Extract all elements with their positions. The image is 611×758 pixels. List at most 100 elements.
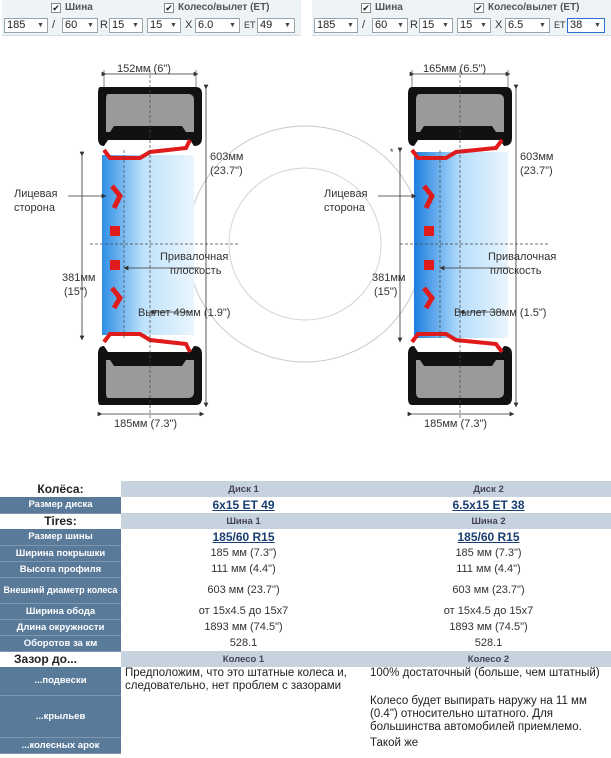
left-wheel-checkbox-group[interactable]: ✔Колесо/вылет (ET) [164,2,270,13]
left-profile-select[interactable]: 60▼ [62,18,98,33]
right-profile-select[interactable]: 60▼ [372,18,408,33]
right-diameter-mm: 603мм [520,151,553,163]
right-rim-width-select[interactable]: 6.5▼ [505,18,550,33]
right-rim-width-value: 6.5 [508,19,524,31]
tread-width-2: 185 мм (7.3") [366,545,611,561]
et-label: ET [244,20,256,30]
spec-comparison-table: Колёса: Диск 1 Диск 2 Размер диска 6x15 … [0,481,611,754]
table-row: ...подвески Предположим, что это штатные… [0,667,611,696]
left-diameter-mm: 603мм [210,151,243,163]
tire1-column-header: Шина 1 [121,513,366,529]
left-rim-width-value: 6.0 [198,19,214,31]
right-rim-body [414,152,508,338]
left-hub-lower [110,260,120,270]
left-select-row: 185▼ / 60▼ R 15▼ 15▼ X 6.0▼ ET 49▼ [2,18,301,34]
left-tire-rim-select[interactable]: 15▼ [109,18,143,33]
disk-size-2-link[interactable]: 6.5x15 ET 38 [452,498,525,512]
left-width-select[interactable]: 185▼ [4,18,48,33]
profile-height-1: 111 мм (4.4") [121,561,366,577]
left-mount-label-2: плоскость [170,265,222,277]
chevron-down-icon: ▼ [132,22,139,29]
center-marker: * [390,147,394,157]
left-tire-checkbox[interactable]: ✔ [51,3,61,13]
right-tire-checkbox-label: Шина [375,2,403,13]
disk-size-1-link[interactable]: 6x15 ET 49 [212,498,275,512]
disk2-column-header: Диск 2 [366,481,611,497]
table-row: ...колесных арок Такой же [0,737,611,754]
outer-diameter-2: 603 мм (23.7") [366,577,611,603]
right-hub-upper [424,226,434,236]
fender-clearance-label: ...крыльев [0,695,121,738]
tire-size-2-link[interactable]: 185/60 R15 [457,530,520,544]
left-hub-upper [110,226,120,236]
table-row: Внешний диаметр колеса 603 мм (23.7") 60… [0,577,611,604]
table-row: Зазор до... Колесо 1 Колесо 2 [0,651,611,667]
left-tire-width-dimension: 185мм (7.3") [114,418,177,430]
left-rim-width-select[interactable]: 6.0 ▼ [195,18,240,33]
right-wheel-selector: ✔Шина ✔Колесо/вылет (ET) 185▼ / 60▼ R 15… [312,0,611,36]
left-tire-checkbox-group[interactable]: ✔ Шина [51,2,93,13]
left-lower-tire-inner [106,360,194,398]
table-row: Размер шины 185/60 R15 185/60 R15 [0,529,611,546]
table-row: Высота профиля 111 мм (4.4") 111 мм (4.4… [0,561,611,578]
right-et-select[interactable]: 38▼ [567,18,605,33]
wheel1-column-header: Колесо 1 [121,651,366,667]
left-mount-label-1: Привалочная [160,251,228,263]
right-mount-label-1: Привалочная [488,251,556,263]
right-lower-rim-flange [410,332,504,354]
right-tire-width-dimension: 185мм (7.3") [424,418,487,430]
table-row: Колёса: Диск 1 Диск 2 [0,481,611,497]
right-tire-rim-value: 15 [422,19,435,31]
left-wheel-checkbox[interactable]: ✔ [164,3,174,13]
right-spoke-lower [422,286,436,310]
right-wheel-checkbox-group[interactable]: ✔ Колесо/вылет (ET) [474,2,580,13]
table-row: Ширина обода от 15x4.5 до 15x7 от 15x4.5… [0,603,611,620]
chevron-down-icon: ▼ [480,22,487,29]
chevron-down-icon: ▼ [37,22,44,29]
wheel1-clearance-note: Предположим, что это штатные колеса и, с… [125,667,347,692]
chevron-down-icon: ▼ [594,22,601,29]
left-rim-diameter-select[interactable]: 15▼ [147,18,181,33]
left-et-select[interactable]: 49▼ [257,18,295,33]
disk-size-label: Размер диска [0,497,121,514]
right-rim-diameter-value: 15 [460,19,473,31]
right-profile-value: 60 [375,19,388,31]
circumference-2: 1893 мм (74.5") [366,619,611,635]
right-wheel-checkbox-label: Колесо/вылет (ET) [488,2,580,13]
outer-diameter-label: Внешний диаметр колеса [0,577,121,604]
outer-diameter-1: 603 мм (23.7") [121,577,366,603]
table-row: Размер диска 6x15 ET 49 6.5x15 ET 38 [0,497,611,514]
circumference-1: 1893 мм (74.5") [121,619,366,635]
left-rim-diameter-in: (15") [64,286,87,298]
tire-size-label: Размер шины [0,529,121,546]
left-rim-diameter-value: 15 [150,19,163,31]
et-label: ET [554,20,566,30]
right-select-row: 185▼ / 60▼ R 15▼ 15▼ X 6.5▼ ET 38▼ [312,18,611,34]
slash-separator: / [362,19,366,31]
left-profile-value: 60 [65,19,78,31]
right-tire-checkbox-group[interactable]: ✔ Шина [361,2,403,13]
rim-width-2: от 15x4.5 до 15x7 [366,603,611,619]
right-lower-tire-inner [416,360,504,398]
right-width-select[interactable]: 185▼ [314,18,358,33]
tire-size-1-link[interactable]: 185/60 R15 [212,530,275,544]
chevron-down-icon: ▼ [442,22,449,29]
left-tire-checkbox-label: Шина [65,2,93,13]
right-rim-diameter-select[interactable]: 15 ▼ [457,18,491,33]
right-mount-label-2: плоскость [490,265,542,277]
table-row: Длина окружности 1893 мм (74.5") 1893 мм… [0,619,611,636]
left-dimensions [68,70,209,417]
right-wheel-checkbox[interactable]: ✔ [474,3,484,13]
arch-clearance-label: ...колесных арок [0,737,121,754]
right-spoke-upper [422,184,435,210]
left-header-row: ✔ Шина ✔Колесо/вылет (ET) [2,2,301,16]
right-rim-diameter-in: (15") [374,286,397,298]
chevron-down-icon: ▼ [229,22,236,29]
revs-per-km-2: 528.1 [366,635,611,651]
fender-clearance-2: Колесо будет выпирать наружу на 11 мм (0… [370,695,587,733]
x-label: X [185,19,193,31]
right-offset-label: Вылет 38мм (1.5") [454,307,546,319]
right-tire-rim-select[interactable]: 15 ▼ [419,18,453,33]
right-tire-checkbox[interactable]: ✔ [361,3,371,13]
rim-width-label: Ширина обода [0,603,121,620]
